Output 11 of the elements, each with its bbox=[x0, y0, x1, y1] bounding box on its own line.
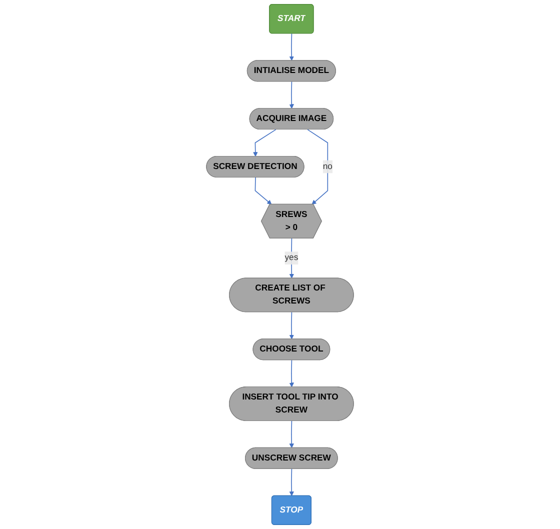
arrow bbox=[289, 420, 294, 448]
edge-label: no bbox=[322, 162, 332, 172]
arrow bbox=[253, 129, 276, 157]
arrow bbox=[307, 129, 328, 205]
arrow bbox=[289, 468, 294, 496]
arrow bbox=[289, 33, 294, 61]
arrow bbox=[289, 360, 294, 388]
arrow bbox=[254, 177, 272, 205]
arrow bbox=[289, 312, 294, 340]
arrow bbox=[289, 81, 294, 109]
edge-label: yes bbox=[284, 253, 298, 262]
